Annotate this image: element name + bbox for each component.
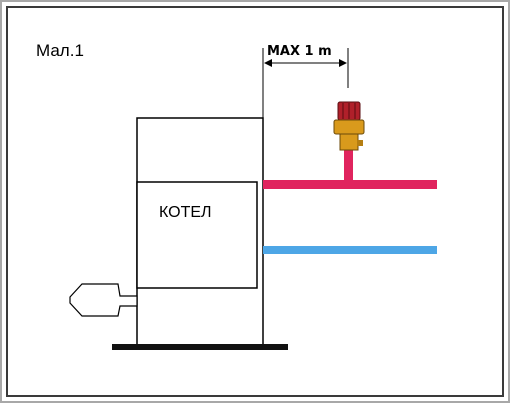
valve-body	[339, 133, 359, 151]
max-distance-dimension: MAX 1 m	[262, 44, 349, 346]
valve-outlet	[357, 140, 363, 146]
safety-valve-icon	[333, 101, 365, 151]
boiler-panel	[136, 181, 258, 289]
valve-riser-pipe	[344, 150, 353, 182]
dimension-arrow-left-icon	[264, 59, 272, 67]
figure-caption: Мал.1	[36, 41, 84, 60]
dimension-arrow-right-icon	[339, 59, 347, 67]
burner-outline	[69, 283, 138, 317]
valve-nut	[333, 119, 365, 135]
supply-pipe	[263, 180, 437, 189]
dimension-label: MAX 1 m	[267, 44, 332, 59]
base-plate	[112, 344, 288, 350]
boiler-label: КОТЕЛ	[159, 204, 212, 221]
return-pipe	[263, 246, 437, 254]
burner	[69, 283, 138, 317]
